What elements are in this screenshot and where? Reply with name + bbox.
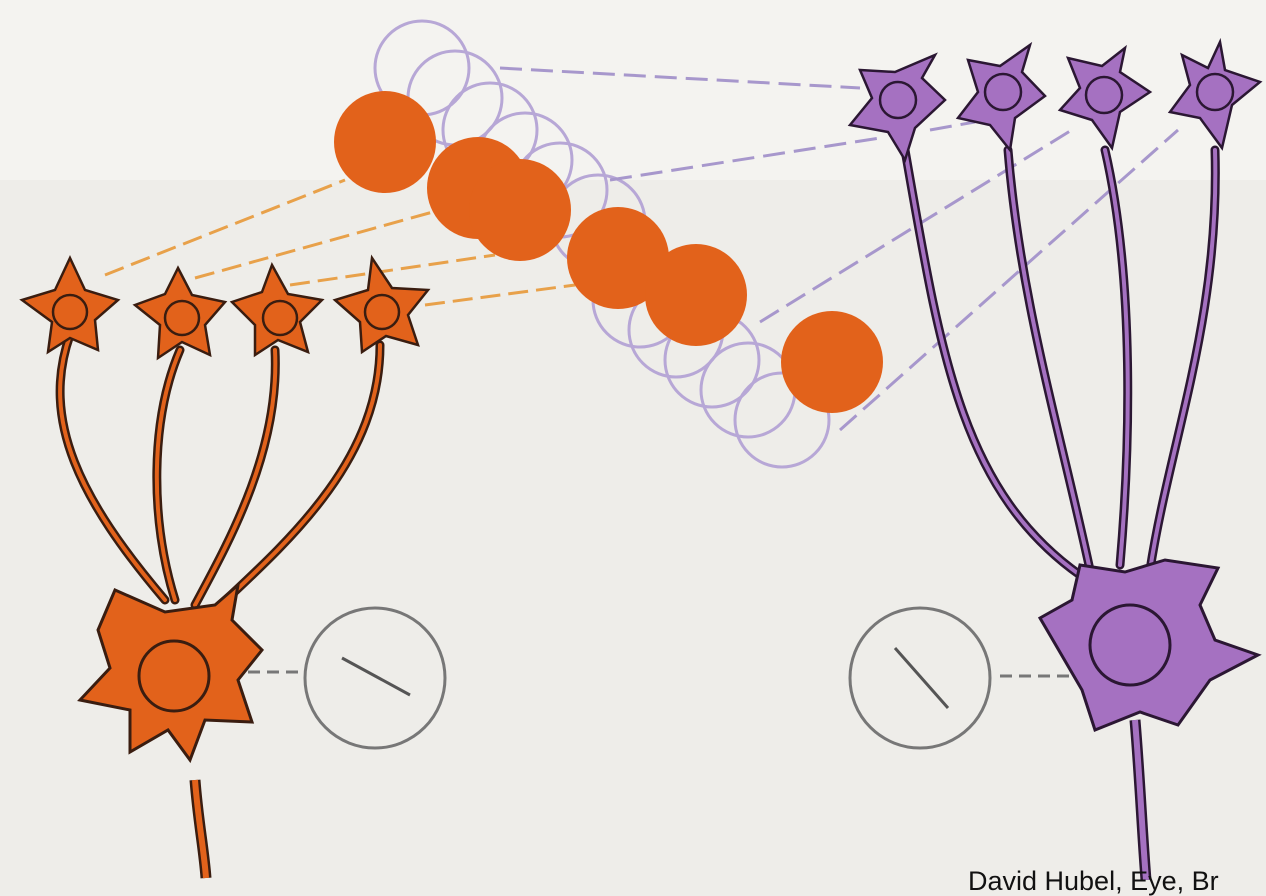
stimulus-spot	[334, 91, 436, 193]
stimulus-spot	[645, 244, 747, 346]
stimulus-spot	[469, 159, 571, 261]
background-band	[0, 0, 1266, 180]
stimulus-spot	[781, 311, 883, 413]
